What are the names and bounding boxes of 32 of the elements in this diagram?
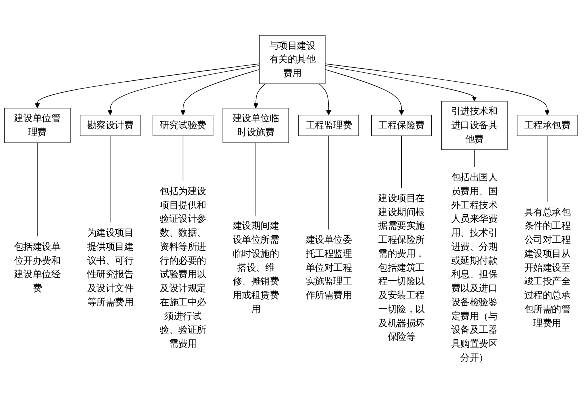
connector xyxy=(328,136,330,230)
node-text: 具有总承包条件的工程公司对工程建设项目从开始建设至竣工投产全过程的总承包所需的管理费用 xyxy=(524,206,571,329)
arrow xyxy=(35,64,260,109)
arrow xyxy=(180,69,260,116)
node-text: 为建设项目提供项目建议书、可行性研究报告及设计文件等所需费用 xyxy=(87,227,134,308)
connector xyxy=(182,136,184,182)
arrow xyxy=(108,65,260,116)
node-box: 工程保险费 xyxy=(371,115,432,136)
node-box: 引进技术和进口设备其他费 xyxy=(441,101,508,150)
node-box: 勘察设计费 xyxy=(80,115,141,136)
node-box: 建设单位管理费 xyxy=(4,108,71,144)
node-text: 建设项目在建设期间根据需要实施工程保险所需的费用，包括建筑工程一切险以及安装工程一切险，以及机器损坏保险等 xyxy=(378,192,425,342)
arrow xyxy=(254,84,266,109)
node-box: 与项目建设有关的其他费用 xyxy=(259,35,326,84)
connector xyxy=(547,136,548,202)
connector xyxy=(401,136,402,188)
arrow xyxy=(319,84,332,116)
connector xyxy=(474,150,475,168)
node-box: 建设单位临时设施费 xyxy=(222,108,290,144)
connector xyxy=(110,136,111,224)
node-box: 工程承包费 xyxy=(517,115,578,136)
connector xyxy=(37,142,38,237)
node-box: 工程监理费 xyxy=(298,115,360,136)
arrow xyxy=(325,65,478,102)
arrow xyxy=(325,69,404,116)
node-box: 研究试验费 xyxy=(152,115,214,136)
node-text: 包括为建设项目提供和验证设计参数、数据、资料等所进行的必要的试验费用以及设计规定在施工中必须进行试验、验证所需费用 xyxy=(160,186,206,350)
node-text: 建设单位委托工程监理单位对工程实施监理工作所需费用 xyxy=(306,234,352,301)
node-text: 包括建设单位开办费和建设单位经费 xyxy=(14,241,61,294)
arrow xyxy=(325,64,550,116)
node-text: 建设期间建设单位所需临时设施的搭设、维修、摊销费用或租赁费用 xyxy=(232,220,280,315)
node-text: 包括出国人员费用、国外工程技术人员来华费用、技术引进费、分期或延期付款利息、担保费以及进口设备检验鉴定费用（与设备及工器具购置费区分开） xyxy=(451,172,498,364)
